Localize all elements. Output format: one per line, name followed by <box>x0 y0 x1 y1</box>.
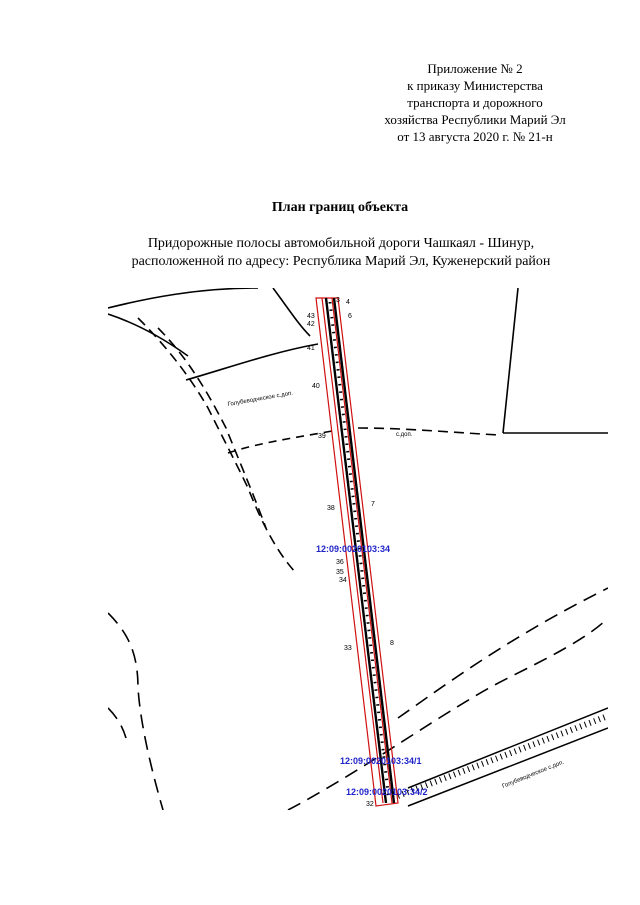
point-label: 43 <box>307 313 315 320</box>
contour-line <box>185 343 319 381</box>
contour-line <box>108 313 189 357</box>
appendix-line: от 13 августа 2020 г. № 21-н <box>397 129 553 144</box>
point-label: 36 <box>336 559 344 566</box>
point-label: 32 <box>366 801 374 808</box>
contour-line <box>108 707 127 739</box>
feature-labels: с.доп. Голубеводческое с.доп. Голубеводч… <box>227 391 565 790</box>
contour-line <box>397 587 608 719</box>
contour-line <box>157 327 267 529</box>
point-label: 38 <box>327 505 335 512</box>
object-description: Придорожные полосы автомобильной дороги … <box>0 235 640 271</box>
parcel-number-label: 12:09:0020103:34 <box>316 544 390 554</box>
appendix-line: Приложение № 2 <box>427 61 523 76</box>
contour-line <box>137 317 297 574</box>
point-label: 35 <box>336 569 344 576</box>
railway-strip <box>396 707 608 807</box>
parcel-number-label: 12:09:0020103:34/2 <box>346 787 428 797</box>
point-label: 33 <box>344 645 352 652</box>
feature-label: с.доп. <box>396 432 413 438</box>
point-label: 39 <box>318 433 326 440</box>
point-labels: 43 42 41 40 39 38 36 35 34 33 32 3 4 6 7… <box>307 297 394 808</box>
road-centerline <box>324 297 396 804</box>
appendix-line: транспорта и дорожного <box>407 95 543 110</box>
contour-line <box>287 617 608 810</box>
point-label: 34 <box>339 577 347 584</box>
feature-label: Голубеводческое с.доп. <box>502 759 566 789</box>
contour-line <box>272 288 311 337</box>
contour-line <box>357 427 501 436</box>
contour-line <box>108 288 259 309</box>
parcel-number-labels: 12:09:0020103:34 12:09:0020103:34/1 12:0… <box>316 544 428 797</box>
feature-label: Голубеводческое с.доп. <box>227 391 293 408</box>
parcel-number-label: 12:09:0020103:34/1 <box>340 756 422 766</box>
point-label: 42 <box>307 321 315 328</box>
point-label: 41 <box>307 345 315 352</box>
point-label: 40 <box>312 383 320 390</box>
description-line-2: расположенной по адресу: Республика Мари… <box>131 254 551 269</box>
appendix-line: к приказу Министерства <box>407 78 543 93</box>
point-label: 7 <box>371 501 375 508</box>
plan-title: План границ объекта <box>271 200 409 215</box>
contour-line <box>502 288 519 434</box>
contour-line <box>108 612 164 810</box>
description-line-1: Придорожные полосы автомобильной дороги … <box>147 236 535 251</box>
boundary-map: 43 42 41 40 39 38 36 35 34 33 32 3 4 6 7… <box>108 288 608 810</box>
point-label: 8 <box>390 640 394 647</box>
outer-boundary <box>315 297 399 807</box>
point-label: 6 <box>348 313 352 320</box>
road-boundary-left <box>321 297 384 804</box>
appendix-header: Приложение № 2 к приказу Министерства тр… <box>340 60 610 145</box>
point-label: 4 <box>346 299 350 306</box>
appendix-line: хозяйства Республики Марий Эл <box>384 112 566 127</box>
parcel-boundaries <box>315 297 399 807</box>
map-terrain-lines <box>108 288 608 810</box>
point-label: 3 <box>336 297 340 304</box>
road-boundary-right <box>331 297 393 804</box>
contour-line <box>227 429 339 454</box>
